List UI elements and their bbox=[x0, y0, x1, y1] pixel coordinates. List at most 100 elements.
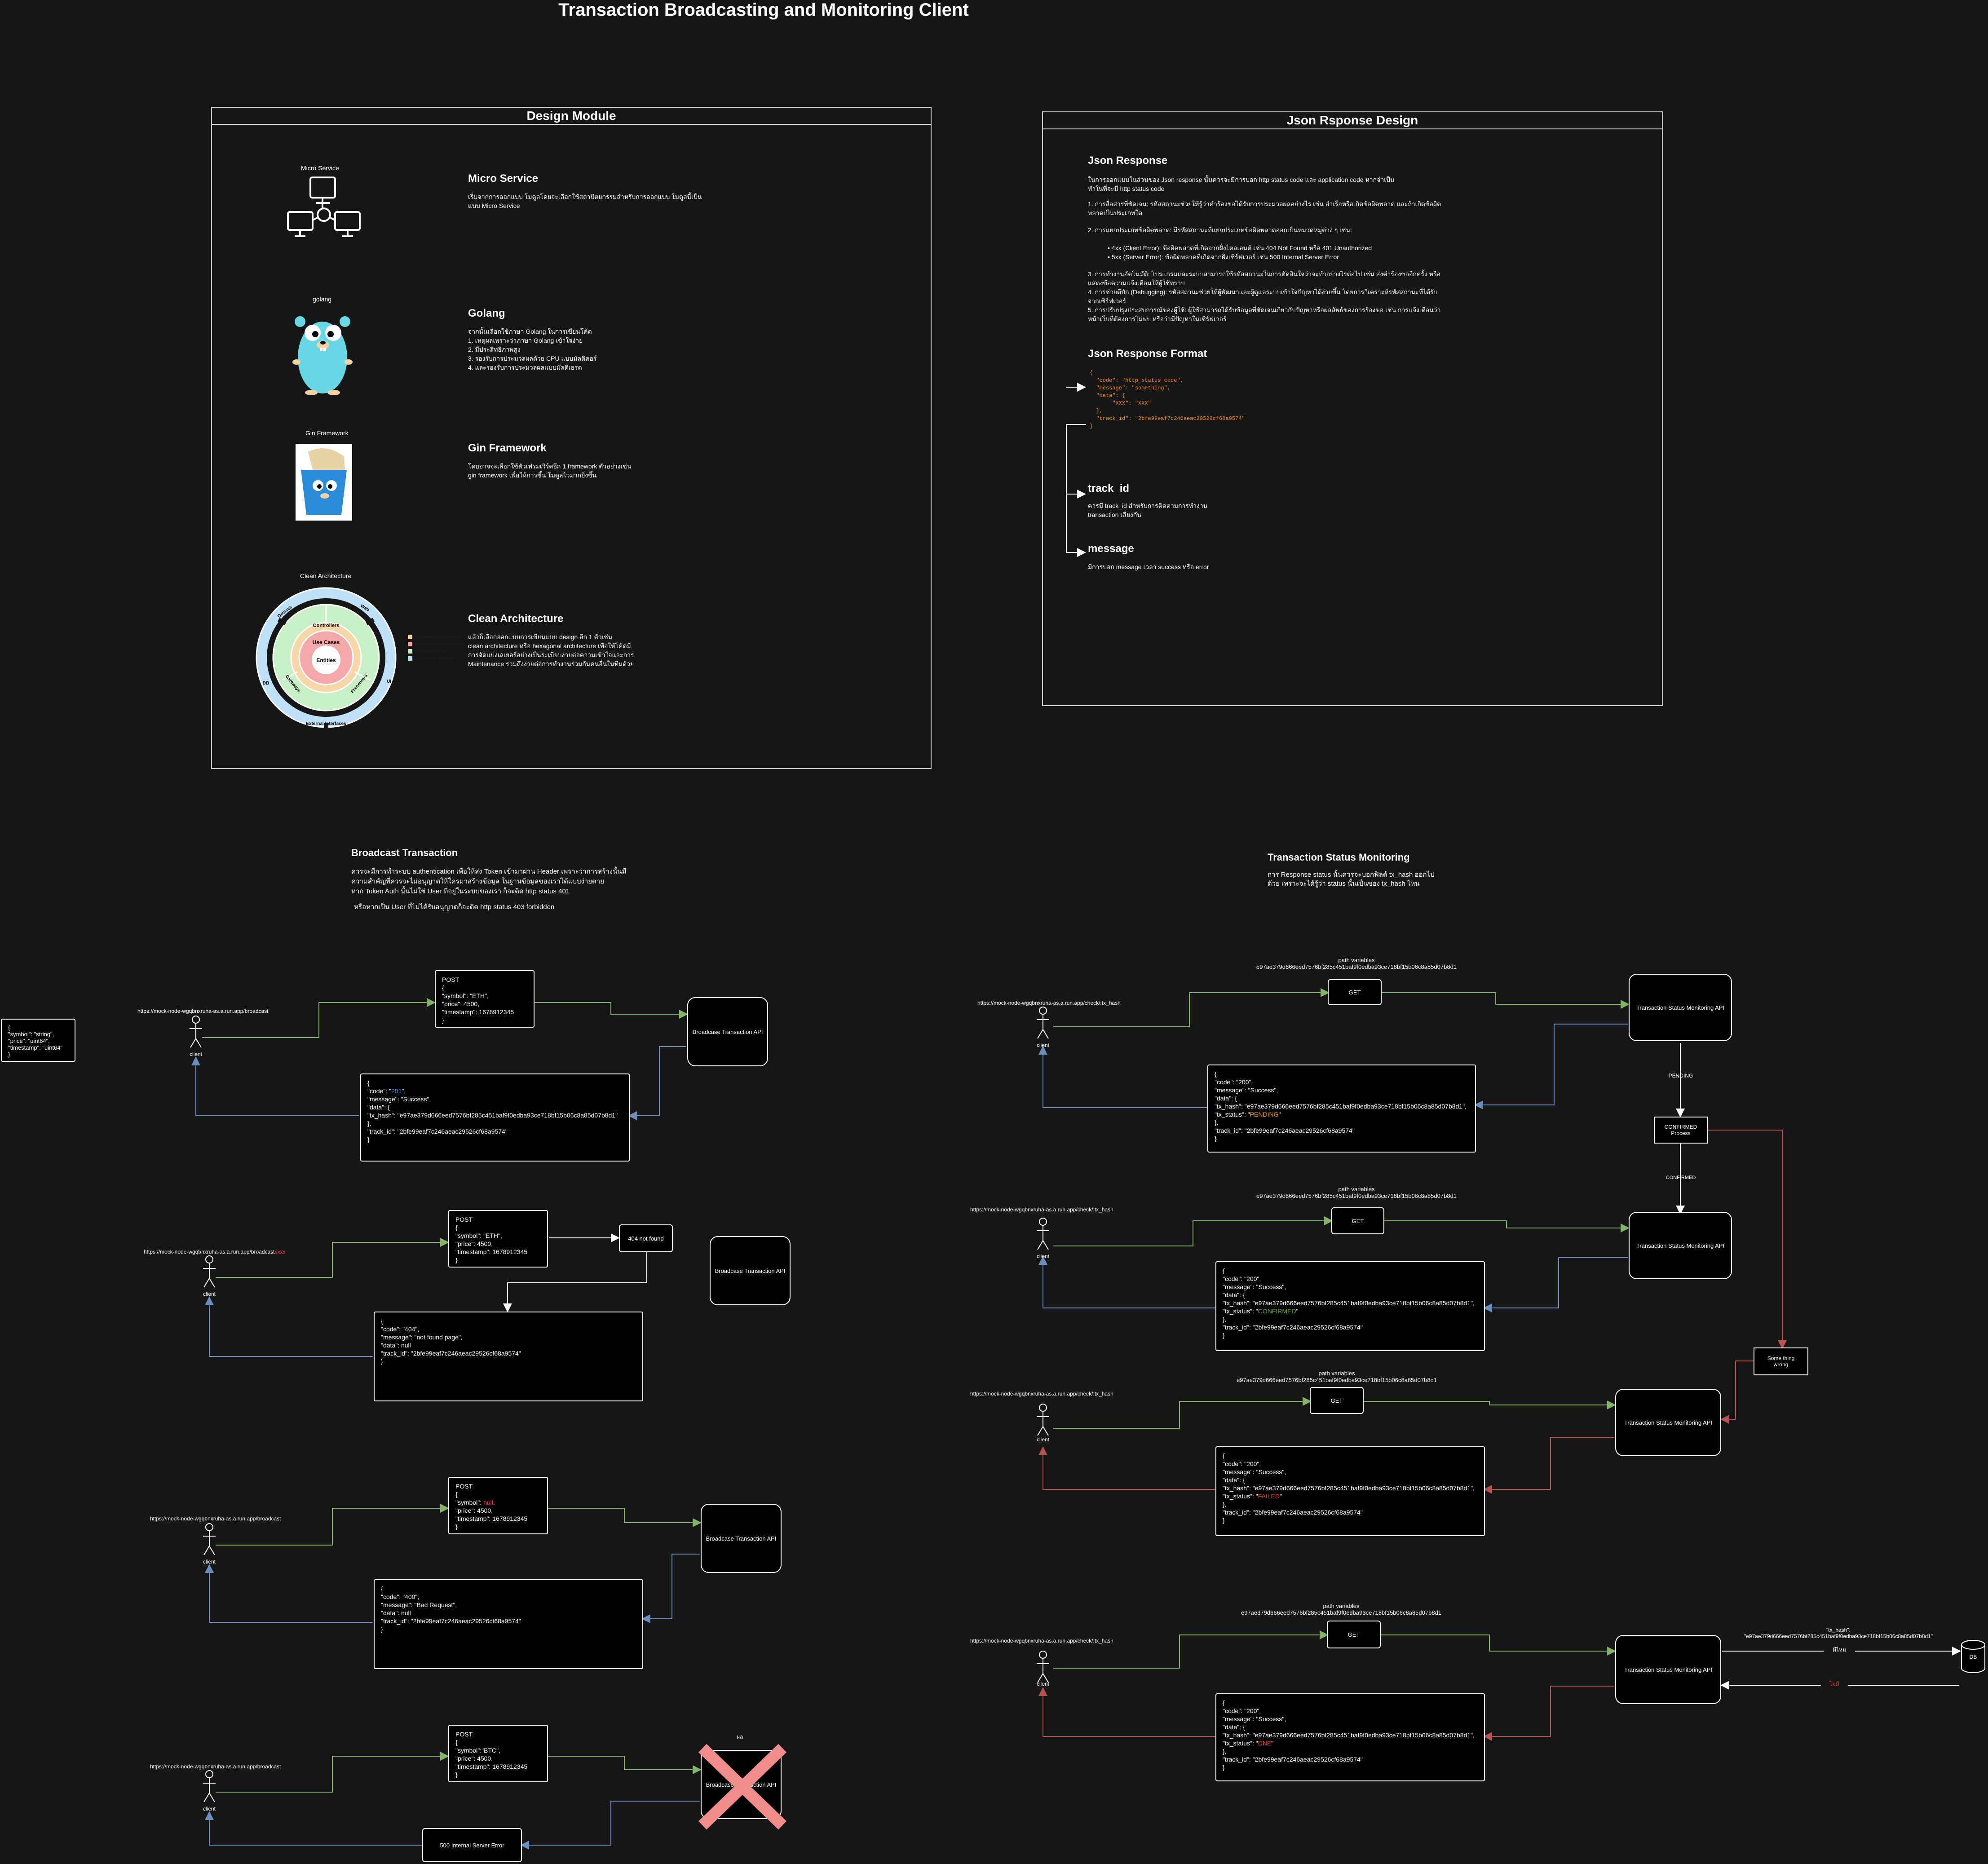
json-point-3: 3. การทำงานอัตโนมัติ: โปรแกรมและระบบสามา… bbox=[1088, 270, 1441, 322]
golang-text: จากนั้นเลือกใช้ภาษา Golang ในการเขียนโค้… bbox=[468, 328, 597, 371]
broadcast-api-node[interactable]: Broadcase Transaction API bbox=[687, 997, 768, 1066]
clean-arch-legend: Enterprise Business Rules Application Bu… bbox=[408, 633, 464, 662]
track-id-text: ควรมี track_id สำหรับการติดตามการทำงาน t… bbox=[1088, 502, 1208, 518]
resp-part: { "code": "200", "message": "Success", "… bbox=[1223, 1267, 1475, 1315]
resp-part: " }, "track_id": "2bfe99eaf7c246aeac2952… bbox=[1223, 1740, 1363, 1771]
client-label: client bbox=[189, 1051, 202, 1057]
monitoring-api-node[interactable]: Transaction Status Monitoring API bbox=[1615, 1389, 1721, 1456]
legend-item-0: Enterprise Business Rules bbox=[415, 635, 463, 639]
page-title: Transaction Broadcasting and Monitoring … bbox=[558, 0, 969, 20]
micro-service-icon bbox=[287, 177, 361, 237]
status-dne: DNE bbox=[1258, 1740, 1272, 1747]
pending-edge-label: PENDING bbox=[1668, 1073, 1693, 1079]
client-label: client bbox=[1036, 1681, 1049, 1687]
has-edge-label: มีไหม bbox=[1824, 1646, 1855, 1654]
monitoring-response-pending: { "code": "200", "message": "Success", "… bbox=[1207, 1065, 1476, 1153]
something-wrong-node: Some thing wrong bbox=[1754, 1347, 1808, 1375]
micro-service-icon-label: Micro Service bbox=[301, 164, 339, 172]
client-actor-icon bbox=[1037, 1218, 1049, 1250]
broadcast-api-node[interactable]: Broadcase Transaction API bbox=[701, 1504, 782, 1573]
monitoring-response-confirmed: { "code": "200", "message": "Success", "… bbox=[1215, 1261, 1485, 1351]
clean-arch-center: Entities bbox=[316, 657, 336, 663]
path-variables-label: path variables e97ae379d666eed7576bf285c… bbox=[1241, 1603, 1442, 1616]
monitoring-api-node[interactable]: Transaction Status Monitoring API bbox=[1615, 1635, 1721, 1704]
clean-arch-outer-2: UI bbox=[387, 679, 391, 684]
get-button[interactable]: GET bbox=[1331, 1207, 1384, 1234]
broadcast-url-1[interactable]: https://mock-node-wgqbnxruha-as.a.run.ap… bbox=[137, 1008, 269, 1014]
monitoring-url-4[interactable]: https://mock-node-wgqbnxruha-as.a.run.ap… bbox=[970, 1638, 1113, 1644]
broadcast-api-node[interactable]: Broadcase Transaction API bbox=[710, 1236, 791, 1305]
broadcast-request-2: POST { "symbol": "ETH", "price": 4500, "… bbox=[448, 1210, 548, 1268]
broadcast-url-2[interactable]: https://mock-node-wgqbnxruha-as.a.run.ap… bbox=[144, 1249, 286, 1255]
tx-hash-edge-label: "tx_hash": "e97ae379d666eed7576bf285c451… bbox=[1744, 1627, 1933, 1639]
json-design-panel: Json Rsponse Design bbox=[1042, 111, 1663, 706]
clean-arch-outer-4: DB bbox=[263, 681, 269, 686]
micro-service-text: เริ่มจากการออกแบบ โมดูลโดยจะเลือกใช้สถาป… bbox=[468, 193, 702, 209]
resp-part: " }, "track_id": "2bfe99eaf7c246aeac2952… bbox=[1215, 1111, 1355, 1142]
client-actor-icon bbox=[1037, 1007, 1049, 1039]
status-failed: FAILED bbox=[1258, 1493, 1280, 1500]
client-label: client bbox=[203, 1291, 216, 1297]
clean-arch-outer-3: External Interfaces bbox=[306, 721, 346, 726]
api-down-label: ผล bbox=[737, 1734, 743, 1740]
down-cross-icon bbox=[698, 1744, 787, 1830]
broadcast-url-3[interactable]: https://mock-node-wgqbnxruha-as.a.run.ap… bbox=[150, 1515, 281, 1522]
monitoring-url-2[interactable]: https://mock-node-wgqbnxruha-as.a.run.ap… bbox=[970, 1206, 1113, 1213]
status-confirmed: CONFIRMED bbox=[1258, 1307, 1296, 1315]
broadcast-request-1: POST { "symbol": "ETH", "price": 4500, "… bbox=[435, 970, 535, 1028]
client-label: client bbox=[1036, 1253, 1049, 1259]
gin-icon-label: Gin Framework bbox=[305, 429, 349, 437]
broadcast-text-2: หรือหากเป็น User ที่ไม่ได้รับอนุญาตก็จะต… bbox=[354, 903, 555, 911]
monitoring-url-1[interactable]: https://mock-node-wgqbnxruha-as.a.run.ap… bbox=[977, 1000, 1121, 1006]
json-point-2: 2. การแยกประเภทข้อผิดพลาด: มีรหัสสถานะที… bbox=[1088, 226, 1352, 234]
client-label: client bbox=[1036, 1436, 1049, 1443]
design-module-panel: Design Module bbox=[211, 107, 932, 769]
gopher-icon bbox=[292, 316, 353, 395]
resp-part: " }, "track_id": "2bfe99eaf7c246aeac2952… bbox=[1223, 1493, 1363, 1524]
req-part: POST { "symbol": bbox=[455, 1483, 482, 1506]
path-variables-label: path variables e97ae379d666eed7576bf285c… bbox=[1236, 1370, 1437, 1383]
legend-item-1: Application Business Rules bbox=[415, 642, 464, 646]
legend-item-2: Interface Adapters bbox=[415, 649, 448, 654]
url-typo: sxxx bbox=[274, 1249, 286, 1255]
message-heading: message bbox=[1088, 543, 1134, 555]
response-code-201: 201 bbox=[391, 1087, 402, 1095]
req-null: null bbox=[483, 1499, 493, 1506]
monitoring-api-node[interactable]: Transaction Status Monitoring API bbox=[1629, 974, 1732, 1041]
resp-part: { "code": " bbox=[367, 1079, 392, 1095]
clean-arch-ring1: Use Cases bbox=[313, 639, 340, 645]
client-label: client bbox=[203, 1559, 216, 1565]
not-found-node: 404 not found bbox=[619, 1224, 673, 1252]
clean-arch-ring2: Controllers bbox=[313, 623, 340, 628]
json-design-header: Json Rsponse Design bbox=[1043, 112, 1662, 129]
get-button[interactable]: GET bbox=[1327, 1621, 1381, 1648]
path-variables-label: path variables e97ae379d666eed7576bf285c… bbox=[1256, 1186, 1457, 1199]
monitoring-api-node[interactable]: Transaction Status Monitoring API bbox=[1629, 1212, 1732, 1279]
json-point-1: 1. การสื่อสารที่ชัดเจน: รหัสสถานะช่วยให้… bbox=[1088, 200, 1441, 216]
gin-heading: Gin Framework bbox=[468, 442, 547, 454]
broadcast-url-4[interactable]: https://mock-node-wgqbnxruha-as.a.run.ap… bbox=[150, 1763, 281, 1770]
golang-icon-label: golang bbox=[313, 296, 332, 303]
client-actor-icon bbox=[190, 1016, 202, 1048]
get-button[interactable]: GET bbox=[1310, 1387, 1364, 1414]
json-format-code: { "code": "http_status_code", "message":… bbox=[1090, 370, 1245, 429]
json-response-intro: ในการออกแบบในส่วนของ Json response นั้นค… bbox=[1088, 176, 1395, 192]
client-actor-icon bbox=[1037, 1651, 1049, 1683]
get-button[interactable]: GET bbox=[1328, 979, 1382, 1005]
client-label: client bbox=[203, 1806, 216, 1812]
broadcast-response-2: { "code": "404", "message": "not found p… bbox=[374, 1312, 643, 1401]
micro-service-heading: Micro Service bbox=[468, 172, 539, 185]
db-icon bbox=[1961, 1640, 1985, 1673]
req-part: , "price": 4500, "timestamp": 1678912345… bbox=[455, 1499, 528, 1530]
clean-arch-heading: Clean Architecture bbox=[468, 613, 564, 625]
broadcast-response-3: { "code": "400", "message": "Bad Request… bbox=[374, 1579, 643, 1669]
monitoring-url-3[interactable]: https://mock-node-wgqbnxruha-as.a.run.ap… bbox=[970, 1391, 1113, 1397]
track-id-heading: track_id bbox=[1088, 482, 1130, 495]
confirmed-edge-label: CONFIRMED bbox=[1666, 1175, 1696, 1180]
status-pending: PENDING bbox=[1250, 1111, 1279, 1118]
path-variables-label: path variables e97ae379d666eed7576bf285c… bbox=[1256, 957, 1457, 970]
internal-error-node: 500 Internal Server Error bbox=[422, 1828, 522, 1862]
clean-architecture-icon: Entities Use Cases Controllers Gateways … bbox=[256, 587, 397, 729]
broadcast-request-4: POST { "symbol":"BTC", "price": 4500, "t… bbox=[448, 1725, 548, 1782]
